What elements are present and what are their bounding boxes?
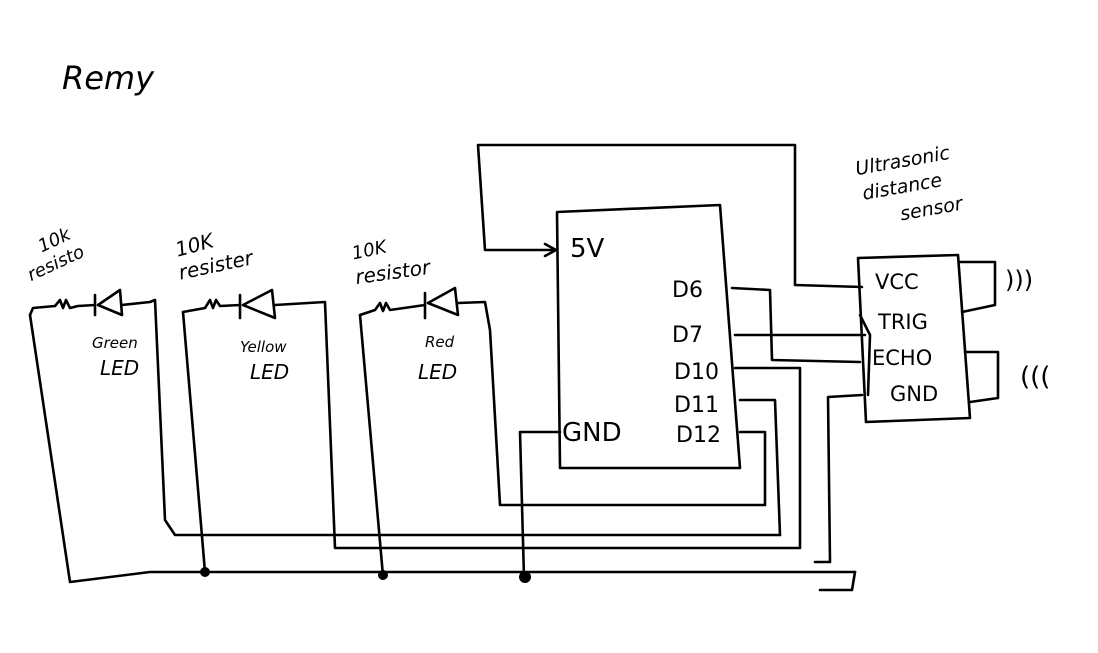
wire-sensor-gnd: [813, 393, 864, 592]
led-label: LED: [418, 360, 458, 384]
led-label: LED: [250, 360, 290, 384]
wire-d11: [738, 398, 782, 537]
sound-wave-in-icon: (((: [1020, 362, 1051, 392]
pin-d12: D12: [676, 423, 721, 448]
pin-d11: D11: [674, 393, 719, 418]
sensor-pin-vcc: VCC: [875, 270, 919, 294]
junction-dot: [200, 567, 210, 577]
pin-5v: 5V: [570, 234, 605, 264]
resistor: [358, 301, 427, 317]
pin-d7: D7: [672, 323, 703, 348]
green-led-circuit: [28, 288, 857, 584]
led-symbol: [238, 288, 802, 550]
red-led-circuit: [358, 286, 767, 578]
led-label: LED: [100, 356, 140, 380]
resistor: [181, 298, 242, 314]
led-symbol: [93, 288, 782, 537]
sensor-pin-echo: ECHO: [872, 346, 933, 370]
yellow-led-circuit: [181, 288, 802, 574]
led-label: Green: [92, 334, 138, 352]
led-label: Red: [425, 333, 455, 351]
led-symbol: [423, 286, 767, 507]
wire-d6: [730, 286, 862, 364]
author-signature: Remy: [62, 59, 155, 97]
sensor-pin-trig: TRIG: [878, 310, 928, 334]
wire-ground: [28, 313, 857, 584]
pin-d10: D10: [674, 360, 719, 385]
sound-wave-out-icon: ))): [1005, 266, 1034, 294]
resistor: [28, 298, 97, 317]
sensor-box: [856, 253, 972, 424]
arrow-5v: [543, 242, 558, 258]
transducer-bottom: [963, 350, 1000, 404]
sensor-pin-gnd: GND: [890, 382, 939, 406]
transducer-top: [958, 260, 997, 314]
wire-gnd: [518, 430, 562, 580]
led-label: Yellow: [240, 338, 287, 356]
pin-d6: D6: [672, 278, 703, 303]
pin-gnd: GND: [562, 418, 622, 448]
junction-dot: [519, 571, 531, 583]
wire-5v: [476, 143, 864, 289]
junction-dot: [378, 570, 388, 580]
wire-echo: [858, 313, 872, 397]
wire-ground: [358, 313, 385, 578]
arduino-board: [555, 203, 742, 470]
wire-ground: [181, 310, 207, 574]
